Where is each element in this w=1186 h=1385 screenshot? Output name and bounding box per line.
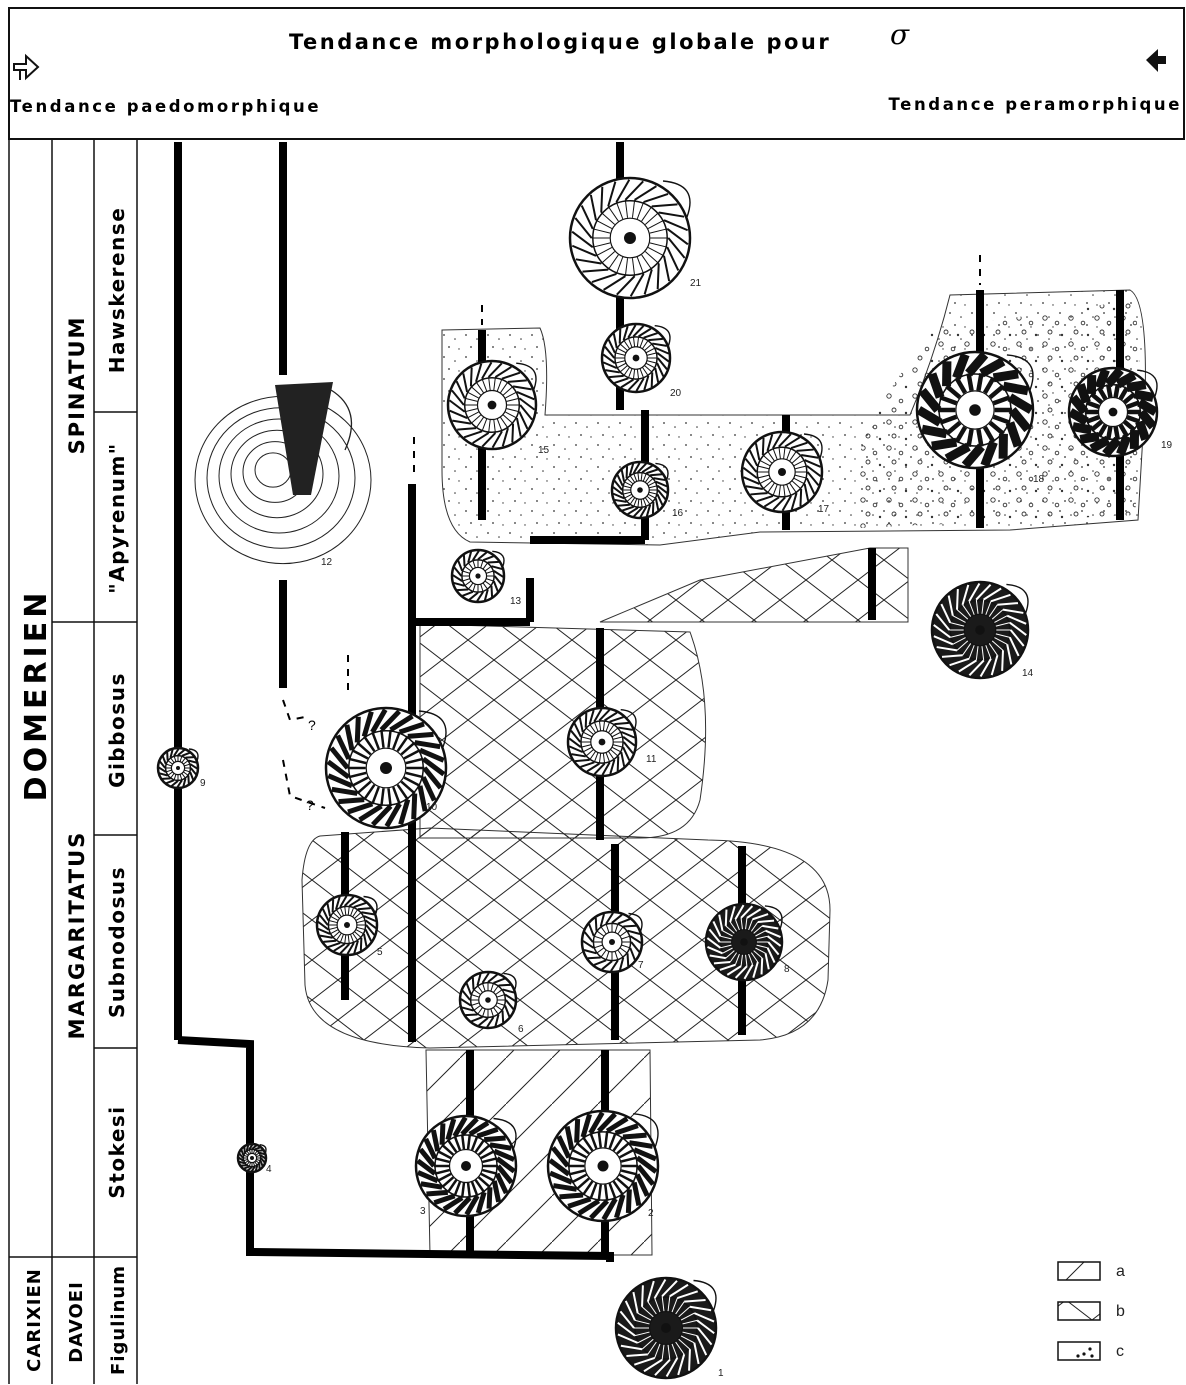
- specimen-number-9: 9: [200, 778, 206, 789]
- hollow-arrow-right-icon: [13, 53, 40, 81]
- specimen-number-10: 10: [426, 802, 438, 813]
- subzone-gibbosus: Gibbosus: [105, 672, 129, 788]
- specimen-number-16: 16: [672, 508, 684, 519]
- specimen-number-11: 11: [646, 754, 657, 765]
- ammonite-specimen-20: 20: [600, 322, 682, 399]
- strat-grid: [8, 139, 138, 1384]
- legend-swatch-b: [1057, 1301, 1101, 1321]
- specimen-number-7: 7: [638, 960, 644, 971]
- subzone-stokesi: Stokesi: [105, 1105, 129, 1198]
- ammonite-specimen-4: 4: [236, 1142, 272, 1175]
- stage-carixien: CARIXIEN: [24, 1268, 45, 1372]
- ammonite-specimen-1: 1: [614, 1276, 724, 1380]
- zone-davoei: DAVOEI: [66, 1281, 87, 1363]
- ammonite-specimen-6: 6: [458, 970, 524, 1035]
- ammonite-specimen-9: 9: [156, 746, 206, 790]
- ammonite-specimen-10: 10: [324, 706, 448, 830]
- legend-swatch-a: [1057, 1261, 1101, 1281]
- ammonite-specimen-21: 21: [568, 176, 702, 300]
- ammonite-specimen-11: 11: [566, 706, 657, 778]
- ammonite-specimen-3: 3: [414, 1114, 518, 1218]
- question-mark-1: ?: [308, 717, 316, 733]
- region-b-subnodosus: [301, 827, 831, 1049]
- specimen-number-2: 2: [648, 1208, 654, 1219]
- specimen-number-6: 6: [518, 1024, 524, 1035]
- specimen-number-21: 21: [690, 278, 702, 289]
- specimen-number-15: 15: [538, 445, 550, 456]
- specimen-number-8: 8: [784, 964, 790, 975]
- ammonite-specimen-13: 13: [450, 548, 522, 607]
- region-b-apyrenum: [599, 547, 909, 623]
- specimen-number-13: 13: [510, 596, 522, 607]
- specimen-number-5: 5: [377, 947, 383, 958]
- specimen-number-20: 20: [670, 388, 682, 399]
- legend: a b c: [1057, 1261, 1125, 1361]
- specimen-number-18: 18: [1033, 474, 1045, 485]
- dashed-links: [282, 255, 981, 809]
- legend-swatch-c: [1057, 1341, 1101, 1361]
- specimen-number-17: 17: [818, 504, 830, 515]
- ammonite-specimen-7: 7: [580, 910, 644, 974]
- ammonite-specimen-12: 12: [194, 382, 372, 568]
- subzone-figulinum: Figulinum: [108, 1265, 129, 1375]
- subzone-hawskerense: Hawskerense: [105, 207, 129, 374]
- zone-spinatum: SPINATUM: [65, 316, 89, 455]
- stage-domerien: DOMERIEN: [19, 589, 54, 802]
- specimen-number-3: 3: [420, 1206, 426, 1217]
- legend-label-a: a: [1116, 1263, 1125, 1280]
- ammonite-specimen-18: 18: [915, 350, 1045, 485]
- ammonite-specimen-19: 19: [1067, 366, 1173, 458]
- header-title: Tendance morphologique globale pour: [289, 30, 831, 54]
- sigma-symbol: σ: [890, 18, 910, 51]
- specimen-number-4: 4: [266, 1164, 272, 1175]
- header-box: [8, 7, 1185, 140]
- subzone-subnodosus: Subnodosus: [105, 866, 129, 1018]
- question-mark-2: ?: [306, 797, 314, 813]
- specimen-number-14: 14: [1022, 668, 1034, 679]
- paedomorphic-label: Tendance paedomorphique: [10, 97, 321, 116]
- region-b-gibbosus: [419, 623, 707, 839]
- ammonite-specimen-14: 14: [930, 580, 1034, 680]
- legend-label-c: c: [1116, 1343, 1124, 1360]
- solid-arrow-left-icon: [1146, 49, 1166, 72]
- ammonite-specimen-5: 5: [315, 893, 383, 958]
- specimen-number-1: 1: [718, 1368, 724, 1379]
- ammonite-specimen-8: 8: [704, 902, 790, 982]
- ammonite-specimen-17: 17: [740, 430, 830, 515]
- ammonite-specimen-15: 15: [446, 359, 550, 456]
- specimen-number-19: 19: [1161, 440, 1173, 451]
- legend-label-b: b: [1116, 1303, 1125, 1320]
- zone-margaritatus: MARGARITATUS: [65, 831, 89, 1040]
- subzone-apyrenum: "Apyrenum": [105, 442, 129, 593]
- specimen-number-12: 12: [321, 557, 333, 568]
- ammonite-specimen-16: 16: [610, 460, 684, 520]
- ammonite-specimen-2: 2: [546, 1109, 660, 1223]
- peramorphic-label: Tendance peramorphique: [888, 95, 1182, 114]
